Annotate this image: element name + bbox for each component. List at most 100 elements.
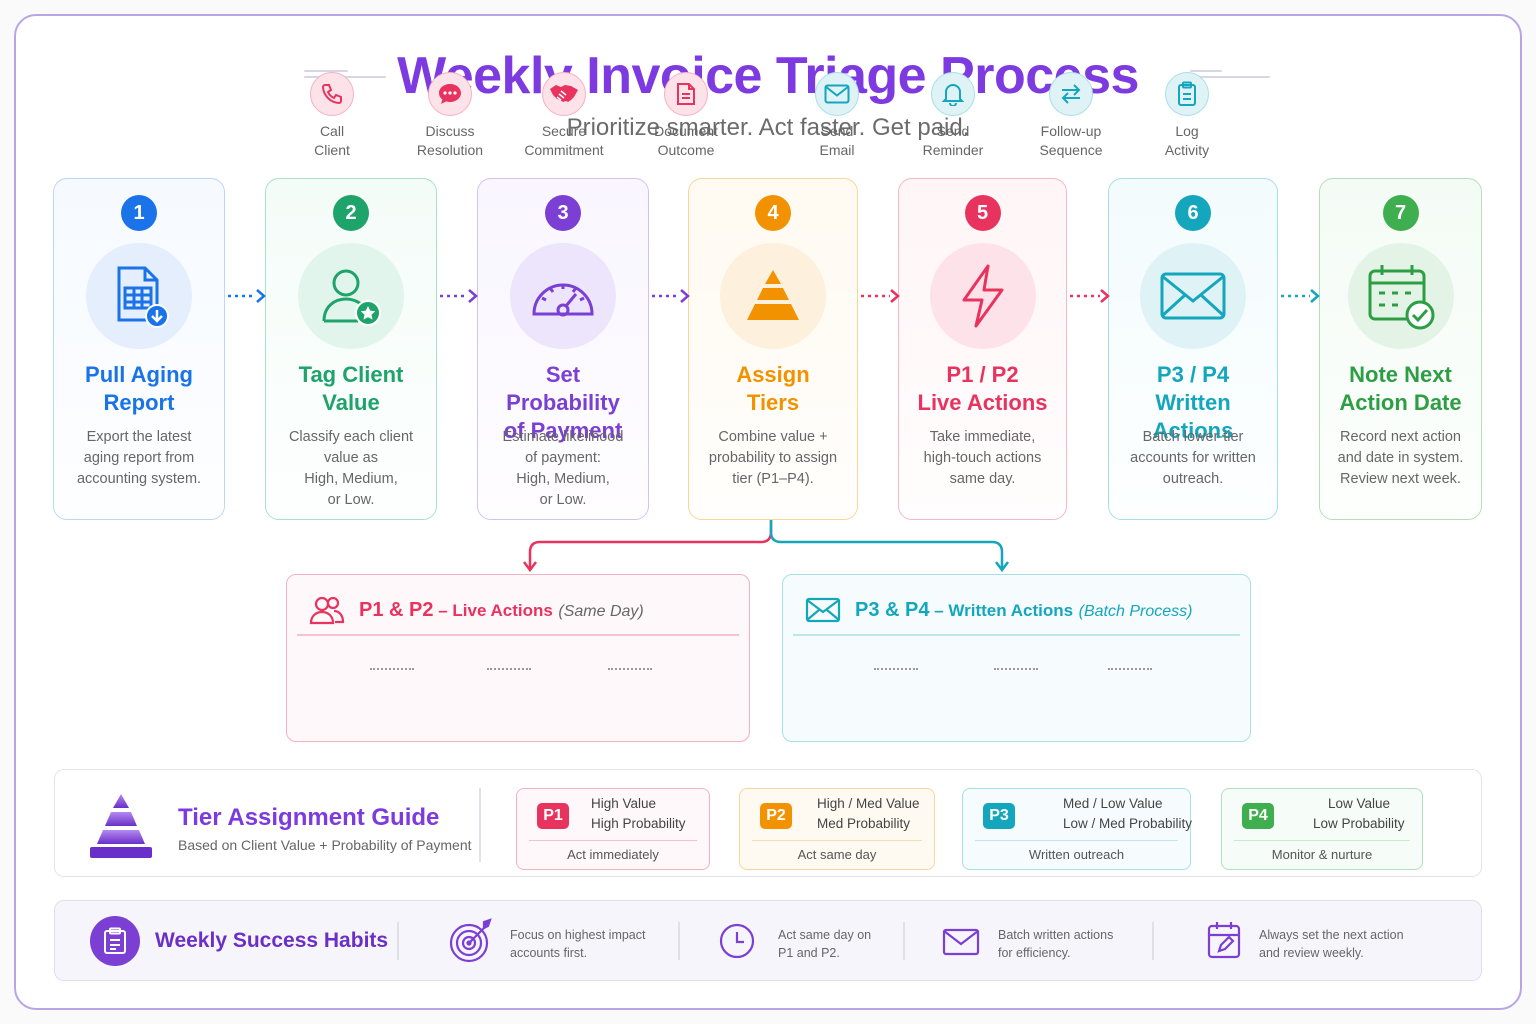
step-number: 7 <box>1382 195 1419 231</box>
tier-value: High / Med Value <box>817 796 920 811</box>
step-title-line1: Set Probability <box>506 362 620 415</box>
habit-text: for efficiency. <box>998 946 1071 960</box>
action-label: Email <box>819 142 855 158</box>
step-card-assign-tiers: 4 Assign Tiers Combine value + probabili… <box>688 178 858 520</box>
step-desc-line: Combine value + <box>718 429 828 445</box>
live-panel-title: P1 & P2 <box>359 598 434 621</box>
tier-value: Med / Low Value <box>1063 796 1163 811</box>
action-label: Outcome <box>657 142 715 158</box>
step-desc-line: or Low. <box>539 492 587 508</box>
action-label: Resolution <box>416 142 484 158</box>
tier-value: High Value <box>591 796 657 811</box>
action-label: Activity <box>1164 142 1210 158</box>
step-desc-line: Classify each client <box>288 429 414 445</box>
dotted-connector <box>608 668 652 670</box>
envelope-icon <box>942 928 980 956</box>
divider <box>1152 922 1154 960</box>
live-panel-subtitle: – Live Actions <box>433 600 553 620</box>
page-subtitle: Prioritize smarter. Act faster. Get paid… <box>566 114 970 141</box>
clipboard-icon <box>1178 81 1196 106</box>
dotted-connector <box>874 668 918 670</box>
step-desc-line: tier (P1–P4). <box>732 471 814 487</box>
tier-probability: Low / Med Probability <box>1063 816 1193 831</box>
tier-badge: P1 <box>537 803 569 829</box>
action-label: Sequence <box>1039 142 1103 158</box>
clock-icon <box>719 923 755 959</box>
step-card-next-action-date: 7 Note Next Action Date Record next acti… <box>1319 178 1482 520</box>
habit-text: P1 and P2. <box>778 946 840 960</box>
tier-value: Low Value <box>1328 796 1391 811</box>
tier-card-p2: P2 High / Med Value Med Probability Act … <box>739 788 935 870</box>
live-actions-panel: P1 & P2 – Live Actions (Same Day) <box>286 574 750 742</box>
written-panel-subtitle: – Written Actions <box>929 600 1074 620</box>
tier-card-p1: P1 High Value High Probability Act immed… <box>516 788 710 870</box>
calendar-check-icon <box>1368 265 1434 330</box>
users-icon <box>309 596 345 625</box>
habit-text: Always set the next action <box>1259 928 1404 942</box>
step-card-set-probability: 3 Set Probability of Payment Estimate li… <box>477 178 649 520</box>
step-desc-line: of payment: <box>525 450 601 466</box>
step-desc-line: or Low. <box>327 492 375 508</box>
step-title-line2: Live Actions <box>917 390 1048 415</box>
step-desc-line: Take immediate, <box>929 429 1036 445</box>
written-actions-panel: P3 & P4 – Written Actions (Batch Process… <box>782 574 1251 742</box>
step-desc-line: aging report from <box>83 450 195 466</box>
document-icon <box>677 83 695 105</box>
step-desc-line: accounting system. <box>76 471 202 487</box>
step-number: 6 <box>1175 195 1211 231</box>
action-label: Log <box>1175 123 1199 139</box>
habits-title: Weekly Success Habits <box>155 929 389 952</box>
step-title-line2: Written Actions <box>1152 390 1234 443</box>
habit-text: Focus on highest impact <box>510 928 646 942</box>
dotted-connector <box>994 668 1038 670</box>
dotted-connector <box>370 668 414 670</box>
step-title-line1: Note Next <box>1349 362 1452 387</box>
step-card-live-actions: 5 P1 / P2 Live Actions Take immediate, h… <box>898 178 1067 520</box>
swap-arrows-icon <box>1061 84 1081 104</box>
step-title-line2: Tiers <box>746 390 800 415</box>
step-desc-line: Record next action <box>1340 429 1461 445</box>
habit-text: Act same day on <box>778 928 872 942</box>
divider <box>903 922 905 960</box>
step-title-line1: Tag Client <box>298 362 404 387</box>
step-card-pull-aging-report: 1 Pull Aging Report Export the latest ag… <box>53 178 225 520</box>
tier-badge: P4 <box>1242 803 1274 829</box>
step-desc-line: high-touch actions <box>923 450 1042 466</box>
action-label: Discuss <box>425 123 475 139</box>
habit-text: Batch written actions <box>998 928 1114 942</box>
tier-card-p3: P3 Med / Low Value Low / Med Probability… <box>962 788 1193 870</box>
divider <box>479 788 481 862</box>
written-panel-title: P3 & P4 <box>855 598 930 621</box>
page-title: Weekly Invoice Triage Process <box>397 47 1139 105</box>
branch-to-live-panel <box>528 520 773 568</box>
step-title-line2: Value <box>322 390 380 415</box>
action-label: Follow-up <box>1040 123 1102 139</box>
tier-card-p4: P4 Low Value Low Probability Monitor & n… <box>1221 788 1423 870</box>
step-desc-line: probability to assign <box>708 450 838 466</box>
envelope-icon <box>805 597 841 623</box>
user-star-icon <box>322 269 381 326</box>
envelope-icon <box>824 84 850 104</box>
action-label: Send <box>936 123 970 139</box>
step-desc-line: Review next week. <box>1340 471 1461 487</box>
tier-action: Act same day <box>797 847 877 862</box>
action-label: Secure <box>541 123 587 139</box>
live-panel-note: (Same Day) <box>558 602 644 620</box>
written-panel-note: (Batch Process) <box>1078 602 1193 620</box>
step-desc-line: outreach. <box>1162 471 1224 487</box>
title-decoration-right <box>1190 70 1270 82</box>
step-number: 1 <box>121 195 157 231</box>
step-arrows <box>228 289 1320 573</box>
step-title-line1: Pull Aging <box>85 362 193 387</box>
tier-badge: P2 <box>760 803 792 829</box>
step-desc-line: accounts for written <box>1130 450 1256 466</box>
step-desc-line: value as <box>323 450 378 466</box>
step-number: 4 <box>755 195 791 231</box>
action-label: Document <box>654 123 718 139</box>
tier-probability: Med Probability <box>817 816 911 831</box>
tier-probability: Low Probability <box>1313 816 1405 831</box>
